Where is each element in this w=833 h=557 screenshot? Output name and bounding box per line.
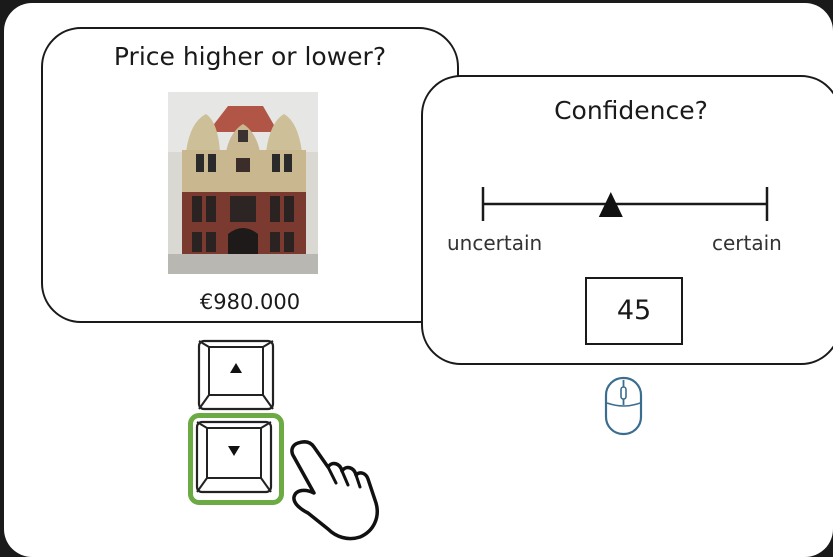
house-photo — [168, 92, 318, 274]
arrow-up-key-icon[interactable] — [197, 339, 277, 414]
confidence-slider[interactable] — [473, 177, 773, 227]
confidence-title: Confidence? — [554, 96, 708, 125]
mouse-icon — [604, 376, 643, 436]
figure-frame: Price higher or lower? — [4, 3, 833, 557]
price-question-panel: Price higher or lower? — [41, 27, 459, 323]
slider-thumb — [598, 192, 623, 217]
confidence-value-box: 45 — [585, 277, 683, 345]
confidence-panel: Confidence? uncertain certain 45 — [421, 75, 833, 365]
selected-key-highlight — [188, 413, 284, 505]
scale-min-label: uncertain — [447, 231, 543, 255]
pointing-hand-icon — [290, 440, 379, 541]
price-value: €980.000 — [199, 290, 301, 314]
price-question-title: Price higher or lower? — [113, 42, 387, 71]
arrow-down-key-icon[interactable] — [195, 420, 275, 496]
scale-max-label: certain — [712, 231, 782, 255]
